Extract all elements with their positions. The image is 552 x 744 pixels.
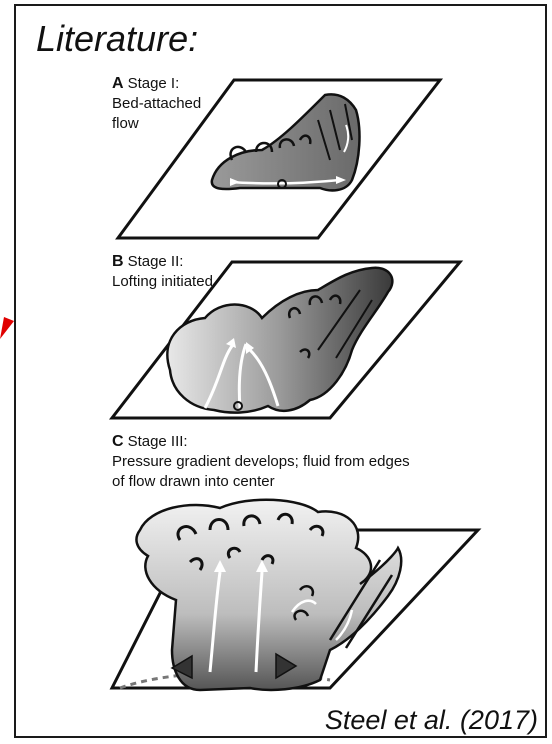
panel-a-desc2: flow bbox=[112, 115, 139, 132]
panel-c-plume bbox=[136, 500, 401, 690]
panel-c-letter: C bbox=[112, 433, 124, 450]
panel-c-desc2: of flow drawn into center bbox=[112, 473, 275, 490]
panel-b-letter: B bbox=[112, 253, 124, 270]
panel-b-stage: Stage II: bbox=[128, 253, 184, 270]
panel-a-stage: Stage I: bbox=[128, 75, 180, 92]
panel-a-desc: Bed-attached bbox=[112, 95, 201, 112]
panel-b-desc: Lofting initiated bbox=[112, 273, 213, 290]
panel-c-desc: Pressure gradient develops; fluid from e… bbox=[112, 453, 410, 470]
panel-a-letter: A bbox=[112, 75, 124, 92]
panel-c-stage: Stage III: bbox=[128, 433, 188, 450]
panel-c-diagram bbox=[112, 500, 478, 690]
citation: Steel et al. (2017) bbox=[325, 705, 538, 736]
